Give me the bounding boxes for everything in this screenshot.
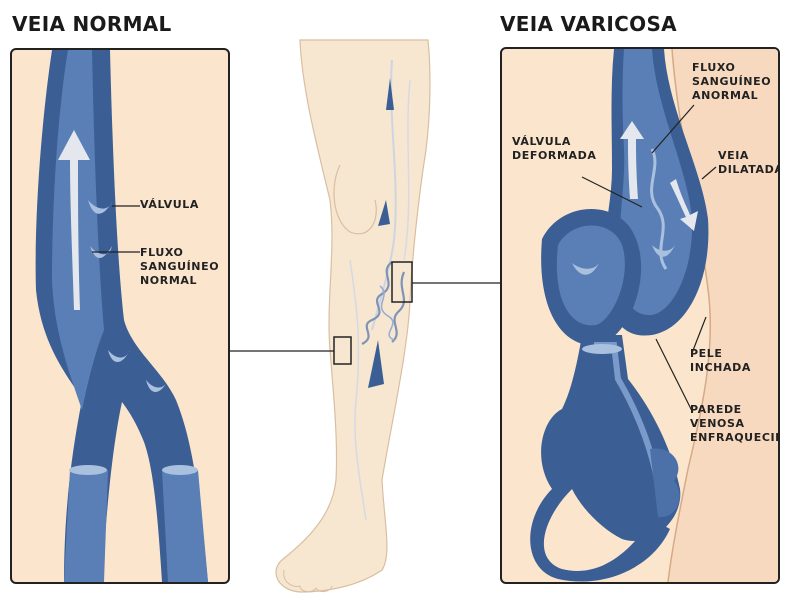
normal-valve-2	[90, 246, 112, 259]
leg-varicose-cluster	[361, 261, 406, 345]
label-abnormal-flow: FLUXO SANGUÍNEO ANORMAL	[692, 61, 772, 102]
faint-vein-2	[403, 79, 411, 261]
tortuous-vein	[530, 335, 681, 582]
title-varicose-vein: VEIA VARICOSA	[500, 12, 677, 36]
leg-varicose-cluster-2	[379, 285, 395, 341]
knee-contour	[333, 164, 377, 235]
swollen-skin-bulge	[668, 49, 778, 582]
leg-arrow-3	[368, 340, 384, 388]
normal-vein-rim-right	[162, 465, 198, 475]
deformed-valve-leader	[581, 176, 643, 208]
abnormal-flow-arrow-up	[620, 121, 644, 199]
deformed-valve-loop-inner	[556, 225, 625, 326]
normal-valve-3	[108, 350, 130, 362]
abnormal-flow-leader	[651, 104, 695, 154]
label-dilated-vein: VEIA DILATADA	[718, 149, 780, 176]
label-weakened-wall: PAREDE VENOSA ENFRAQUECIDA	[690, 403, 778, 444]
side-bulges	[650, 448, 680, 518]
normal-valve-4	[146, 380, 168, 392]
label-normal-flow: FLUXO SANGUÍNEO NORMAL	[140, 246, 220, 287]
zoom-box-varicose	[391, 261, 413, 303]
label-swollen-skin: PELE INCHADA	[690, 347, 751, 374]
swollen-skin-leader	[691, 316, 707, 354]
panel-normal-vein: VÁLVULA FLUXO SANGUÍNEO NORMAL	[10, 48, 230, 584]
leg-outline	[275, 39, 431, 593]
varicose-vein-drawing	[530, 49, 778, 582]
panel-varicose-vein: FLUXO SANGUÍNEO ANORMAL VÁLVULA DEFORMAD…	[500, 47, 780, 584]
title-normal-vein: VEIA NORMAL	[12, 12, 172, 36]
deformed-valve-2	[652, 243, 676, 257]
abnormal-flow-arrow-down	[670, 179, 698, 231]
abnormal-flow-wave	[650, 148, 668, 270]
normal-valve-1	[88, 200, 112, 214]
label-deformed-valve: VÁLVULA DEFORMADA	[512, 135, 597, 162]
label-valve: VÁLVULA	[140, 198, 199, 211]
normal-flow-arrow	[58, 130, 90, 310]
dilated-vein-leader	[701, 166, 717, 180]
faint-vein-3	[349, 259, 367, 521]
weakened-wall-leader	[655, 338, 693, 412]
leg-arrow-2	[378, 200, 390, 226]
toes	[283, 569, 333, 593]
normal-vein-branch-left	[64, 470, 108, 582]
deformed-valve-1	[572, 261, 600, 275]
leg-arrow-1	[386, 78, 394, 110]
valve-rim	[582, 344, 622, 354]
normal-vein-drawing	[35, 50, 208, 582]
normal-vein-branch-right	[162, 470, 208, 582]
normal-vein-rim-left	[69, 465, 107, 475]
